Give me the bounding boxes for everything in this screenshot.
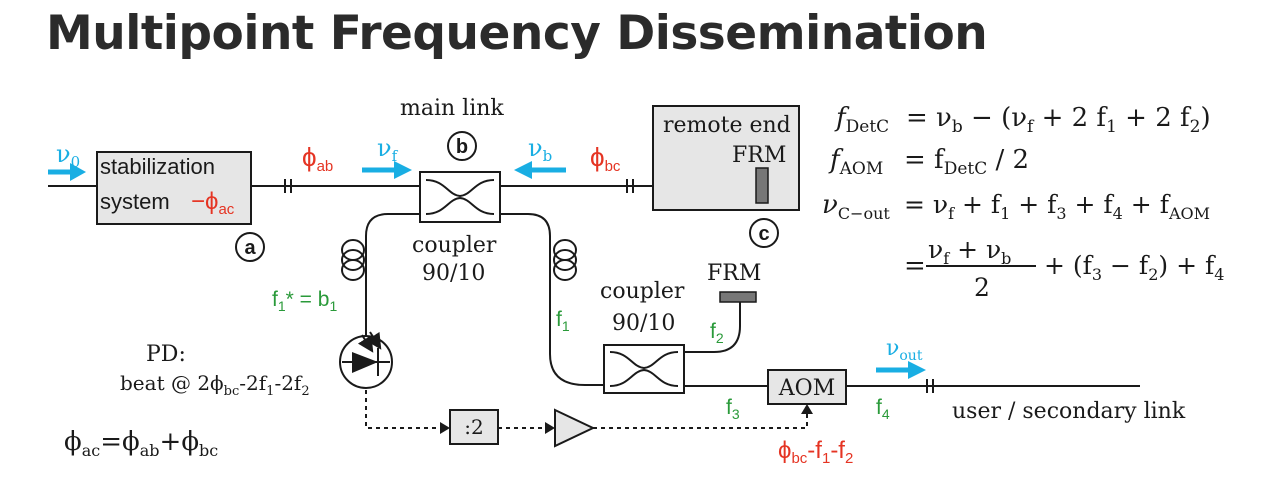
svg-text:FRM: FRM (707, 261, 761, 286)
fiber-f1 (500, 213, 604, 386)
coupler-1: coupler 90/10 (412, 171, 501, 286)
page-title: Multipoint Frequency Dissemination (46, 6, 988, 61)
aom: AOM (767, 369, 847, 405)
eq3-lhs: νC−out (822, 190, 890, 223)
photodiode (339, 331, 393, 389)
user-link-label: user / secondary link (952, 399, 1186, 424)
nu-b-arrow: νb (514, 134, 566, 179)
nu-f-arrow: νf (362, 134, 412, 179)
f2-label: f2 (710, 320, 724, 346)
eq4-numerator: νf + νb (928, 235, 1011, 268)
phi-ac-equation: ϕac=ϕab+ϕbc (64, 427, 218, 460)
nu-b-label: νb (528, 134, 552, 165)
f1-b1-label: f1* = b1 (272, 288, 337, 314)
marker-a: a (235, 232, 265, 262)
phi-bc-label: ϕbc (590, 142, 621, 175)
pd-beat-label: beat @ 2ϕbc-2f1-2f2 (120, 371, 310, 399)
fiber-spool-left (341, 239, 365, 281)
fiber-to-pd (365, 213, 420, 338)
svg-text:AOM: AOM (778, 376, 835, 401)
coupler-2: coupler 90/10 (600, 279, 685, 394)
phi-ab-label: ϕab (302, 142, 333, 175)
equations: fDetC = νb − (νf + 2 f1 + 2 f2) fAOM = f… (822, 103, 1224, 302)
marker-b: b (447, 131, 477, 161)
nu-f-label: νf (377, 134, 399, 165)
frm1-mirror (755, 167, 769, 204)
nu-out-label: νout (886, 336, 923, 364)
remote-end-label: remote end (663, 113, 791, 138)
pd-label: PD: (146, 342, 186, 367)
stabilization-system: stabilization system −ϕac (96, 151, 252, 225)
svg-text:90/10: 90/10 (422, 261, 485, 286)
frm1-label: FRM (732, 143, 786, 168)
stab-line1: stabilization (100, 154, 215, 179)
svg-text:b: b (456, 136, 468, 158)
frm2: FRM (707, 261, 761, 303)
eq1-rhs: = νb − (νf + 2 f1 + 2 f2) (906, 103, 1211, 137)
f1-label: f1 (556, 308, 570, 334)
svg-text:90/10: 90/10 (612, 311, 675, 336)
svg-text:coupler: coupler (600, 279, 685, 304)
eq4-equals: = (904, 251, 926, 281)
divider-box: :2 (449, 409, 499, 445)
stab-line2: system (100, 189, 170, 214)
nu0-label: ν0 (56, 140, 80, 171)
eq4-rest: + (f3 − f2) + f4 (1044, 251, 1224, 284)
svg-text:coupler: coupler (412, 233, 497, 258)
main-link-label: main link (400, 96, 504, 121)
fiber-spool-right (553, 239, 577, 281)
svg-text:a: a (244, 237, 256, 259)
eq1-lhs: fDetC (834, 103, 889, 137)
eq3-rhs: = νf + f1 + f3 + f4 + fAOM (904, 190, 1210, 223)
amplifier (554, 408, 596, 448)
eq2-rhs: = fDetC / 2 (904, 145, 1029, 179)
eq2-lhs: fAOM (828, 145, 883, 179)
svg-text::2: :2 (464, 415, 483, 439)
fiber-f2 (684, 302, 741, 353)
nu-out-arrow: νout (876, 336, 926, 379)
f4-label: f4 (876, 396, 890, 422)
svg-text:c: c (758, 223, 769, 245)
stab-phi: −ϕac (191, 188, 235, 218)
phi-out-label: ϕbc-f1-f2 (778, 437, 853, 467)
eq4-denominator: 2 (974, 273, 990, 302)
marker-c: c (749, 218, 779, 248)
signal-to-divider (365, 390, 440, 429)
remote-end: remote end FRM (652, 105, 800, 211)
nu0-arrow: ν0 (48, 140, 86, 181)
f3-label: f3 (726, 396, 740, 422)
